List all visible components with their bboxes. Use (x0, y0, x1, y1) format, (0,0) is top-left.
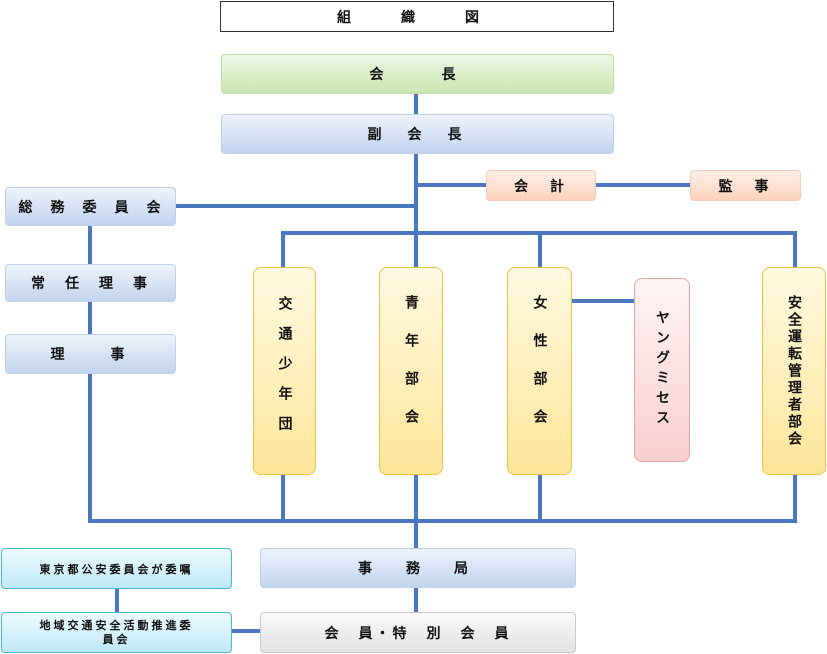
youth-division-label: 青年部会 (403, 295, 419, 447)
safe-driving-managers-label: 安全運転管理者部会 (786, 294, 802, 448)
youth-traffic-corps-box: 交通少年団 (253, 267, 316, 475)
women-division-label: 女性部会 (531, 295, 548, 447)
secretariat-box: 事 務 局 (260, 548, 576, 588)
members-box: 会 員・特 別 会 員 (260, 612, 576, 653)
youth-division-box: 青年部会 (379, 267, 443, 475)
accountant-box: 会 計 (486, 170, 596, 201)
young-mrs-label: ヤングミセス (654, 310, 670, 430)
young-mrs-box: ヤングミセス (634, 278, 690, 462)
standing-directors-box: 常 任 理 事 (5, 264, 176, 302)
commission-box: 東京都公安委員会が委嘱 (1, 548, 232, 589)
women-division-box: 女性部会 (507, 267, 572, 475)
safe-driving-managers-box: 安全運転管理者部会 (762, 267, 826, 475)
regional-committee-label: 地域交通安全活動推進委員会 (39, 618, 194, 646)
general-affairs-box: 総 務 委 員 会 (5, 187, 176, 226)
chart-title: 組 織 図 (220, 1, 614, 32)
youth-traffic-corps-label: 交通少年団 (276, 296, 293, 446)
directors-box: 理 事 (5, 334, 176, 374)
regional-committee-box: 地域交通安全活動推進委員会 (1, 612, 232, 653)
president-box: 会 長 (221, 54, 614, 94)
vice-president-box: 副 会 長 (221, 114, 614, 154)
auditor-box: 監 事 (690, 170, 801, 201)
